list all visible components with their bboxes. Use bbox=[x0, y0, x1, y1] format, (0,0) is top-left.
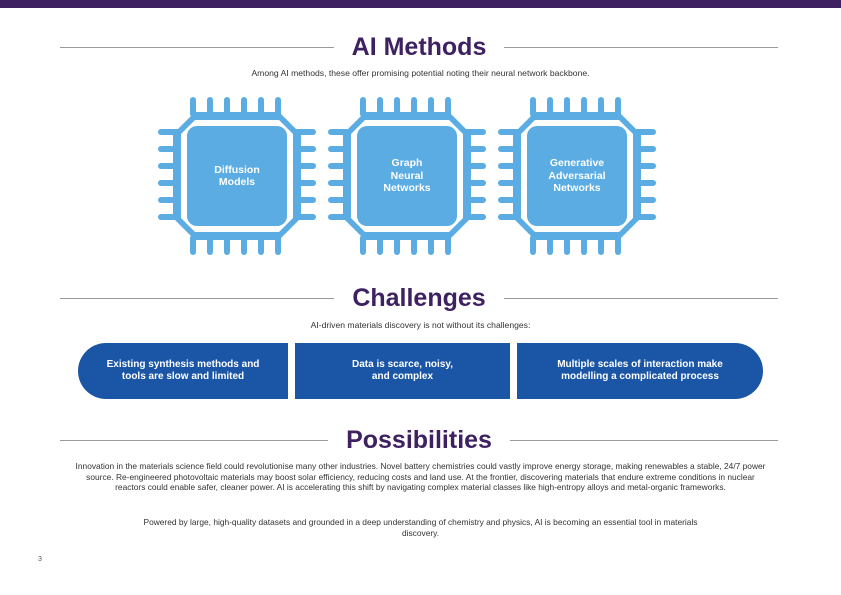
chip-icon bbox=[498, 97, 656, 255]
divider bbox=[60, 46, 334, 48]
possibilities-paragraph: Innovation in the materials science fiel… bbox=[75, 461, 766, 492]
page-number: 3 bbox=[38, 556, 42, 563]
challenge-text: Data is scarce, noisy, and complex bbox=[352, 358, 453, 383]
challenges-subtitle: AI-driven materials discovery is not wit… bbox=[310, 320, 531, 330]
chip-label: Graph Neural Networks bbox=[383, 157, 431, 195]
section-title: AI Methods bbox=[351, 33, 487, 61]
ai-methods-subtitle: Among AI methods, these offer promising … bbox=[251, 68, 590, 78]
challenge-text: Existing synthesis methods and tools are… bbox=[106, 358, 260, 383]
ai-methods-header: AI Methods bbox=[60, 32, 778, 62]
chip-icon bbox=[158, 97, 316, 255]
challenges-header: Challenges bbox=[60, 283, 778, 313]
divider bbox=[60, 297, 335, 299]
possibilities-header: Possibilities bbox=[60, 425, 779, 455]
divider bbox=[509, 439, 779, 441]
chip-generative-adversarial-networks: Generative Adversarial Networks bbox=[497, 96, 657, 256]
challenge-item: Existing synthesis methods and tools are… bbox=[78, 343, 288, 399]
challenge-item: Data is scarce, noisy, and complex bbox=[295, 343, 510, 399]
divider bbox=[503, 297, 778, 299]
chip-label: Diffusion Models bbox=[214, 163, 260, 189]
challenge-text: Multiple scales of interaction make mode… bbox=[557, 358, 723, 383]
chip-icon bbox=[328, 97, 486, 255]
divider bbox=[60, 439, 329, 441]
section-title: Challenges bbox=[352, 284, 486, 312]
section-title: Possibilities bbox=[346, 426, 492, 454]
divider bbox=[504, 46, 778, 48]
possibilities-paragraph: Powered by large, high-quality datasets … bbox=[143, 517, 698, 538]
challenge-item: Multiple scales of interaction make mode… bbox=[517, 343, 763, 399]
chip-diffusion-models: Diffusion Models bbox=[157, 96, 317, 256]
top-bar bbox=[0, 0, 841, 8]
chip-graph-neural-networks: Graph Neural Networks bbox=[327, 96, 487, 256]
chip-label: Generative Adversarial Networks bbox=[548, 157, 606, 195]
